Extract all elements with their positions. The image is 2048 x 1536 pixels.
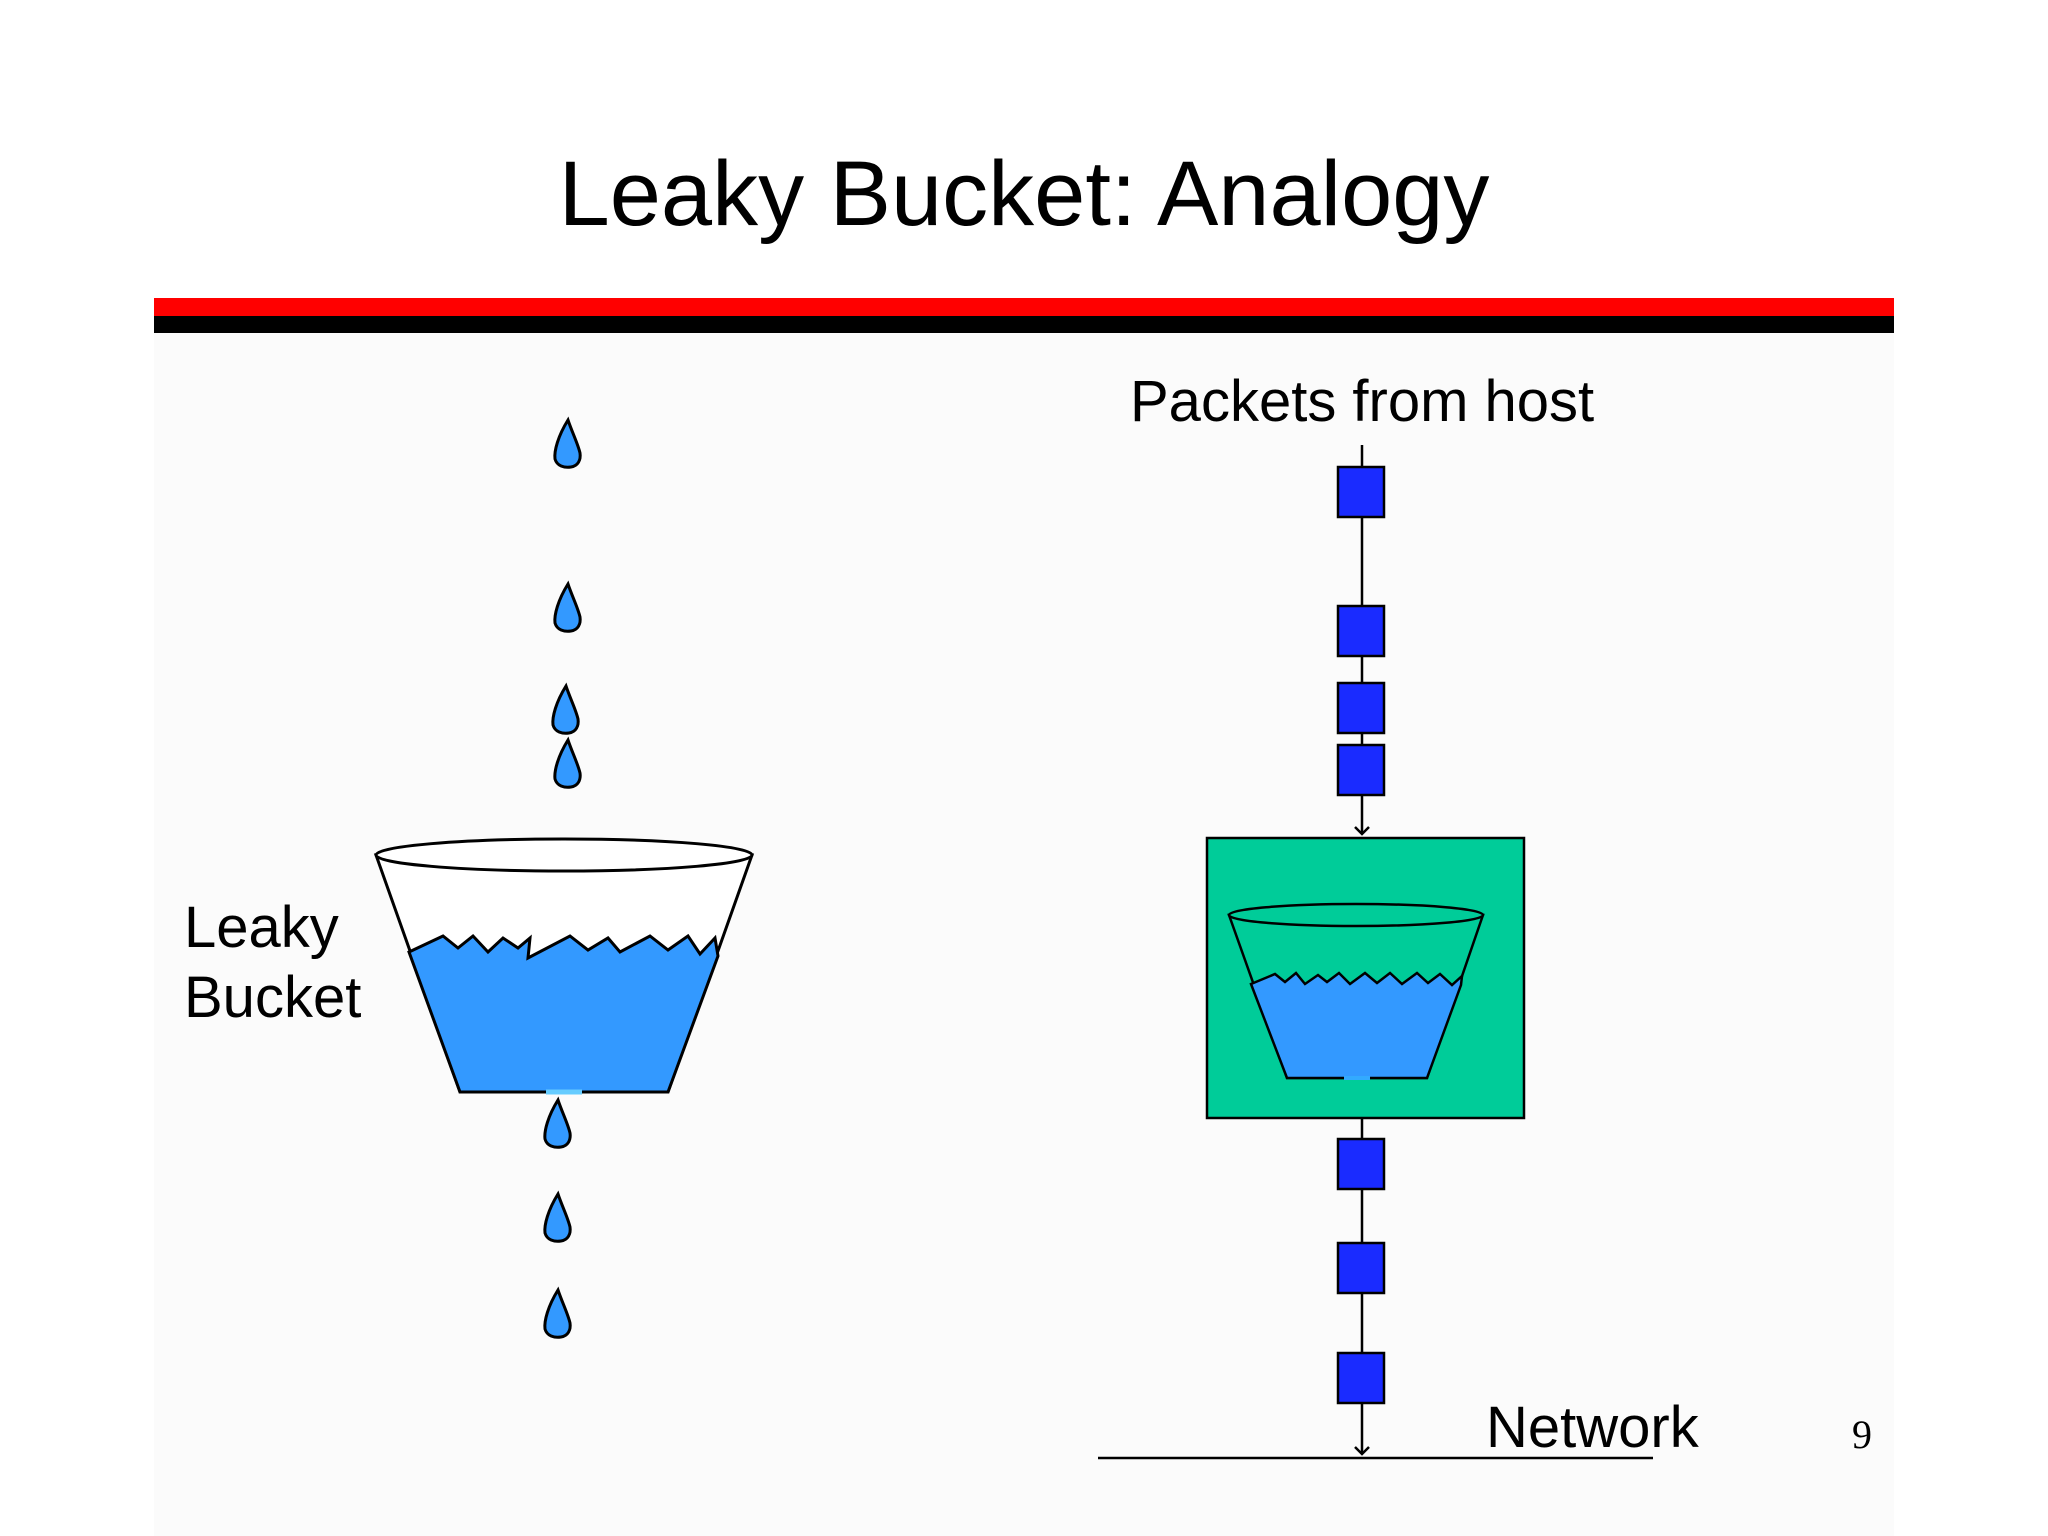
packet-icon xyxy=(1336,743,1386,797)
water-drop-icon xyxy=(553,738,582,789)
packet-icon xyxy=(1336,465,1386,519)
packets-from-host-label: Packets from host xyxy=(1130,369,1595,434)
water-drop-icon xyxy=(553,582,582,633)
water-drop-icon xyxy=(543,1192,572,1243)
leaking-drops xyxy=(543,1098,572,1339)
packet-icon xyxy=(1336,1137,1386,1191)
title-rule-black xyxy=(154,316,1894,333)
page-number: 9 xyxy=(1852,1412,1872,1457)
packet-input-line xyxy=(1336,445,1386,836)
packet-output-line xyxy=(1336,1118,1386,1456)
water-drop-icon xyxy=(543,1098,572,1149)
title-rule-red xyxy=(154,298,1894,316)
regulator-bucket-icon xyxy=(1227,902,1485,928)
incoming-drops xyxy=(551,418,582,789)
packet-icon xyxy=(1336,1241,1386,1295)
slide-title: Leaky Bucket: Analogy xyxy=(558,143,1490,245)
water-drop-icon xyxy=(543,1288,572,1339)
packet-icon xyxy=(1336,604,1386,658)
leaky-bucket-label-line1: Leaky xyxy=(184,895,339,960)
leaky-bucket-icon xyxy=(373,837,755,1095)
packet-icon xyxy=(1336,1351,1386,1405)
regulator-bucket-water xyxy=(1249,971,1464,1080)
water-drop-icon xyxy=(553,418,582,469)
leaky-bucket-label-line2: Bucket xyxy=(184,965,362,1030)
leaky-bucket-label: Leaky Bucket xyxy=(184,893,361,1033)
water-drop-icon xyxy=(551,684,580,735)
packet-icon xyxy=(1336,681,1386,735)
network-label: Network xyxy=(1486,1395,1699,1460)
regulator-box xyxy=(1205,836,1526,1120)
